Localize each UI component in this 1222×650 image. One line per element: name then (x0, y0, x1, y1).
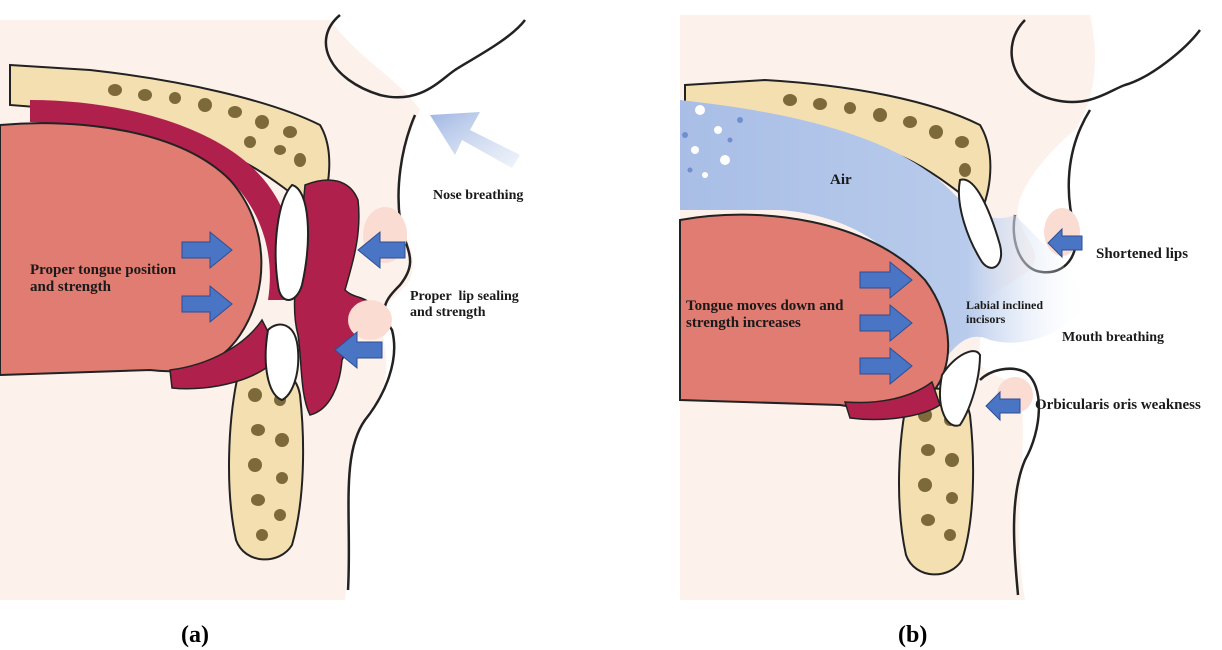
label-proper-lip: Proper lip sealing and strength (410, 289, 519, 321)
label-mouth-breathing: Mouth breathing (1062, 330, 1164, 346)
label-tongue-down-line1: Tongue moves down and (686, 298, 843, 315)
caption-b: (b) (898, 622, 927, 649)
tongue-force-arrows (860, 262, 912, 384)
label-labial-incisors: Labial inclined incisors (966, 299, 1043, 327)
label-air: Air (830, 172, 852, 189)
mandible-bone (229, 367, 303, 560)
label-proper-tongue-line2: and strength (30, 279, 176, 296)
panel-b-mouth-breathing: Air Shortened lips Labial inclined incis… (670, 0, 1222, 600)
label-labial-line1: Labial inclined (966, 299, 1043, 313)
label-proper-tongue: Proper tongue position and strength (30, 262, 176, 297)
label-proper-tongue-line1: Proper tongue position (30, 262, 176, 279)
nose-breathing-arrow (430, 112, 520, 168)
label-shortened-lips: Shortened lips (1096, 246, 1188, 263)
panel-a-proper-function: Nose breathing Proper tongue position an… (0, 0, 560, 600)
label-proper-lip-line1: Proper lip sealing (410, 289, 519, 305)
label-nose-breathing: Nose breathing (433, 188, 523, 204)
label-tongue-down-line2: strength increases (686, 315, 843, 332)
caption-a: (a) (181, 622, 209, 649)
label-orbicularis: Orbicularis oris weakness (1035, 397, 1201, 414)
label-tongue-down: Tongue moves down and strength increases (686, 298, 843, 333)
label-labial-line2: incisors (966, 313, 1043, 327)
label-proper-lip-line2: and strength (410, 305, 519, 321)
